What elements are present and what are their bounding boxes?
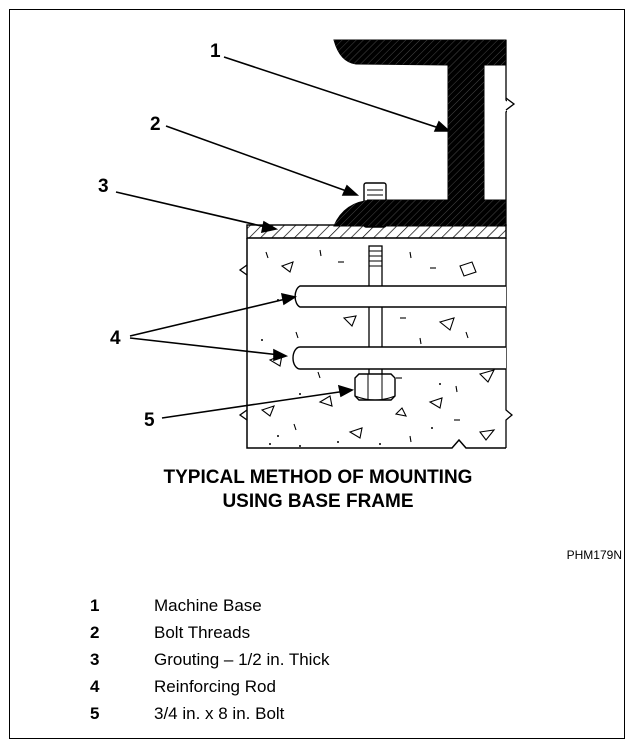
legend-number: 2 — [90, 622, 100, 642]
callout-labels: 1 2 3 4 5 — [98, 41, 221, 431]
anchor-bolt — [354, 245, 396, 401]
callout-4: 4 — [110, 328, 121, 349]
legend-item: 2 Bolt Threads — [90, 619, 329, 646]
legend-item: 5 3/4 in. x 8 in. Bolt — [90, 700, 329, 727]
legend-item: 1 Machine Base — [90, 592, 329, 619]
legend-text: 3/4 in. x 8 in. Bolt — [154, 703, 285, 723]
legend-item: 3 Grouting – 1/2 in. Thick — [90, 646, 329, 673]
legend-item: 4 Reinforcing Rod — [90, 673, 329, 700]
legend-text: Bolt Threads — [154, 622, 251, 642]
legend-text: Grouting – 1/2 in. Thick — [154, 649, 330, 669]
reinforcing-rods — [292, 285, 506, 370]
legend-number: 1 — [90, 595, 100, 615]
callout-2: 2 — [150, 114, 161, 135]
figure-caption-line-1: TYPICAL METHOD OF MOUNTING — [163, 467, 473, 488]
legend-number: 3 — [90, 649, 100, 669]
figure-border — [9, 9, 625, 739]
machine-base-i-beam — [333, 38, 527, 228]
legend: 1 Machine Base 2 Bolt Threads 3 Grouting… — [90, 592, 329, 727]
leader-lines — [115, 56, 452, 419]
callout-5: 5 — [144, 410, 155, 431]
legend-text: Machine Base — [154, 595, 262, 615]
figure-caption-line-2: USING BASE FRAME — [222, 491, 414, 512]
callout-1: 1 — [210, 41, 221, 62]
legend-number: 4 — [90, 676, 100, 696]
legend-number: 5 — [90, 703, 100, 723]
figure-code: PHM179N — [566, 548, 622, 562]
legend-text: Reinforcing Rod — [154, 676, 276, 696]
callout-3: 3 — [98, 176, 109, 197]
